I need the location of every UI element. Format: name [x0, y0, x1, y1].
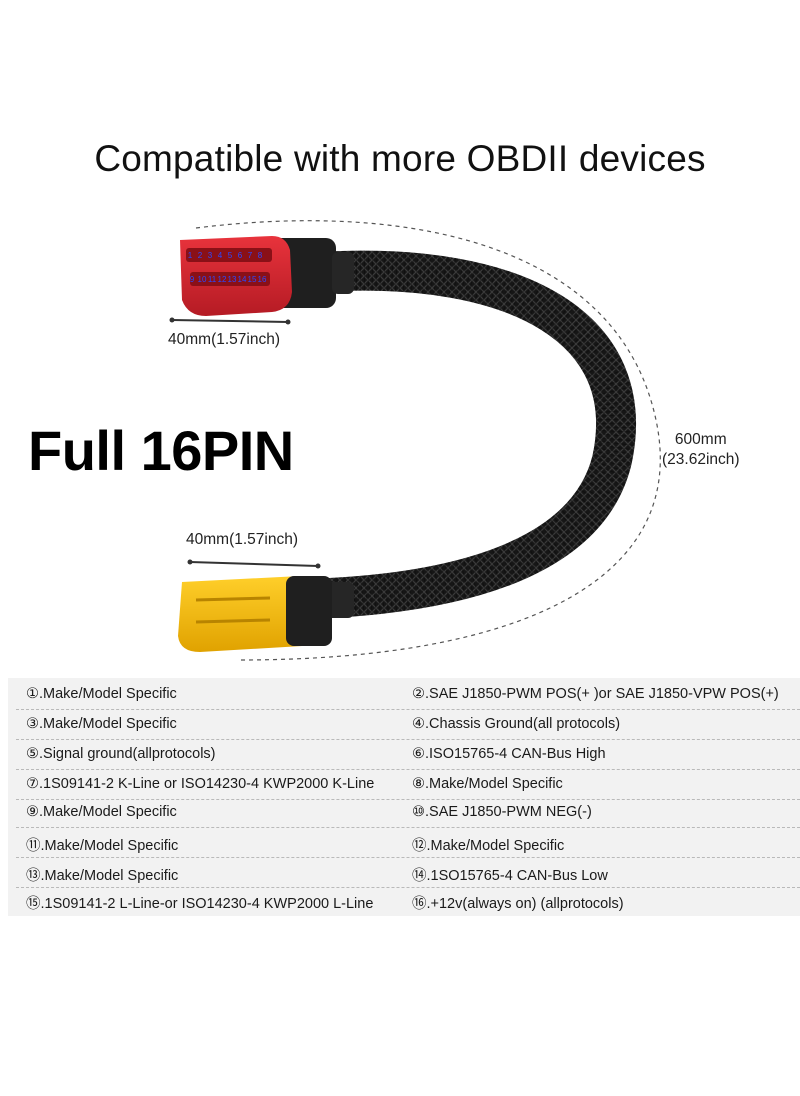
table-row: ⑮.1S09141-2 L-Line-or ISO14230-4 KWP2000…: [16, 886, 800, 915]
pin-description: ④.Chassis Ground(all protocols): [412, 716, 621, 732]
pin-description: ⑤.Signal ground(allprotocols): [26, 746, 216, 762]
pin-number-label: 9: [190, 275, 195, 284]
headline: Compatible with more OBDII devices: [94, 138, 706, 179]
pin-description: ③.Make/Model Specific: [26, 716, 177, 732]
pin-description: ⑮.1S09141-2 L-Line-or ISO14230-4 KWP2000…: [26, 896, 374, 912]
table-row: ⑬.Make/Model Specific ⑭.1SO15765-4 CAN-B…: [16, 858, 800, 888]
pin-number-label: 16: [258, 275, 267, 284]
pin-description: ⑪.Make/Model Specific: [26, 838, 179, 854]
pin-description: ⑨.Make/Model Specific: [26, 804, 177, 820]
pin-number-label: 7: [248, 251, 253, 260]
pin-description: ⑬.Make/Model Specific: [26, 868, 179, 884]
braided-cable: [318, 250, 637, 618]
pin-number-label: 11: [208, 275, 217, 284]
pin-number-label: 4: [218, 251, 223, 260]
pin-number-label: 5: [228, 251, 233, 260]
pin-number-label: 14: [238, 275, 247, 284]
pin-number-label: 2: [198, 251, 203, 260]
table-row: ⑤.Signal ground(allprotocols) ⑥.ISO15765…: [16, 740, 800, 770]
cable-length-mm: 600mm: [674, 431, 727, 448]
pin-number-label: 13: [228, 275, 237, 284]
table-row: ⑪.Make/Model Specific ⑫.Make/Model Speci…: [16, 828, 800, 858]
pin-number-label: 12: [218, 275, 227, 284]
pin-description: ②.SAE J1850-PWM POS(+ )or SAE J1850-VPW …: [412, 686, 779, 702]
pin-description: ⑦.1S09141-2 K-Line or ISO14230-4 KWP2000…: [26, 776, 375, 792]
table-row: ⑨.Make/Model Specific ⑩.SAE J1850-PWM NE…: [16, 798, 800, 828]
male-obd-connector: [178, 576, 354, 652]
table-row: ①.Make/Model Specific ②.SAE J1850-PWM PO…: [16, 680, 800, 710]
pin-description: ⑧.Make/Model Specific: [412, 776, 563, 792]
bottom-connector-width-label: 40mm(1.57inch): [186, 531, 298, 548]
top-width-marker: [171, 319, 289, 323]
pin-number-label: 10: [198, 275, 207, 284]
full-16pin-label: Full 16PIN: [28, 419, 294, 482]
pin-assignment-table: ①.Make/Model Specific ②.SAE J1850-PWM PO…: [8, 678, 800, 916]
pin-number-label: 1: [188, 251, 193, 260]
table-row: ③.Make/Model Specific ④.Chassis Ground(a…: [16, 710, 800, 740]
table-row: ⑦.1S09141-2 K-Line or ISO14230-4 KWP2000…: [16, 770, 800, 800]
pin-number-label: 15: [248, 275, 257, 284]
pin-description: ⑫.Make/Model Specific: [412, 838, 565, 854]
cable-length-inch: (23.62inch): [662, 451, 740, 468]
pin-description: ⑥.ISO15765-4 CAN-Bus High: [412, 746, 606, 762]
pin-description: ⑯.+12v(always on) (allprotocols): [412, 896, 624, 912]
pin-number-label: 6: [238, 251, 243, 260]
pin-description: ⑩.SAE J1850-PWM NEG(-): [412, 804, 592, 820]
pin-description: ⑭.1SO15765-4 CAN-Bus Low: [412, 868, 608, 884]
cable-length-label: 600mm (23.62inch): [662, 430, 740, 470]
top-connector-width-label: 40mm(1.57inch): [168, 331, 280, 348]
bottom-width-marker: [189, 561, 319, 567]
pin-number-label: 8: [258, 251, 263, 260]
pin-description: ①.Make/Model Specific: [26, 686, 177, 702]
pin-number-label: 3: [208, 251, 213, 260]
